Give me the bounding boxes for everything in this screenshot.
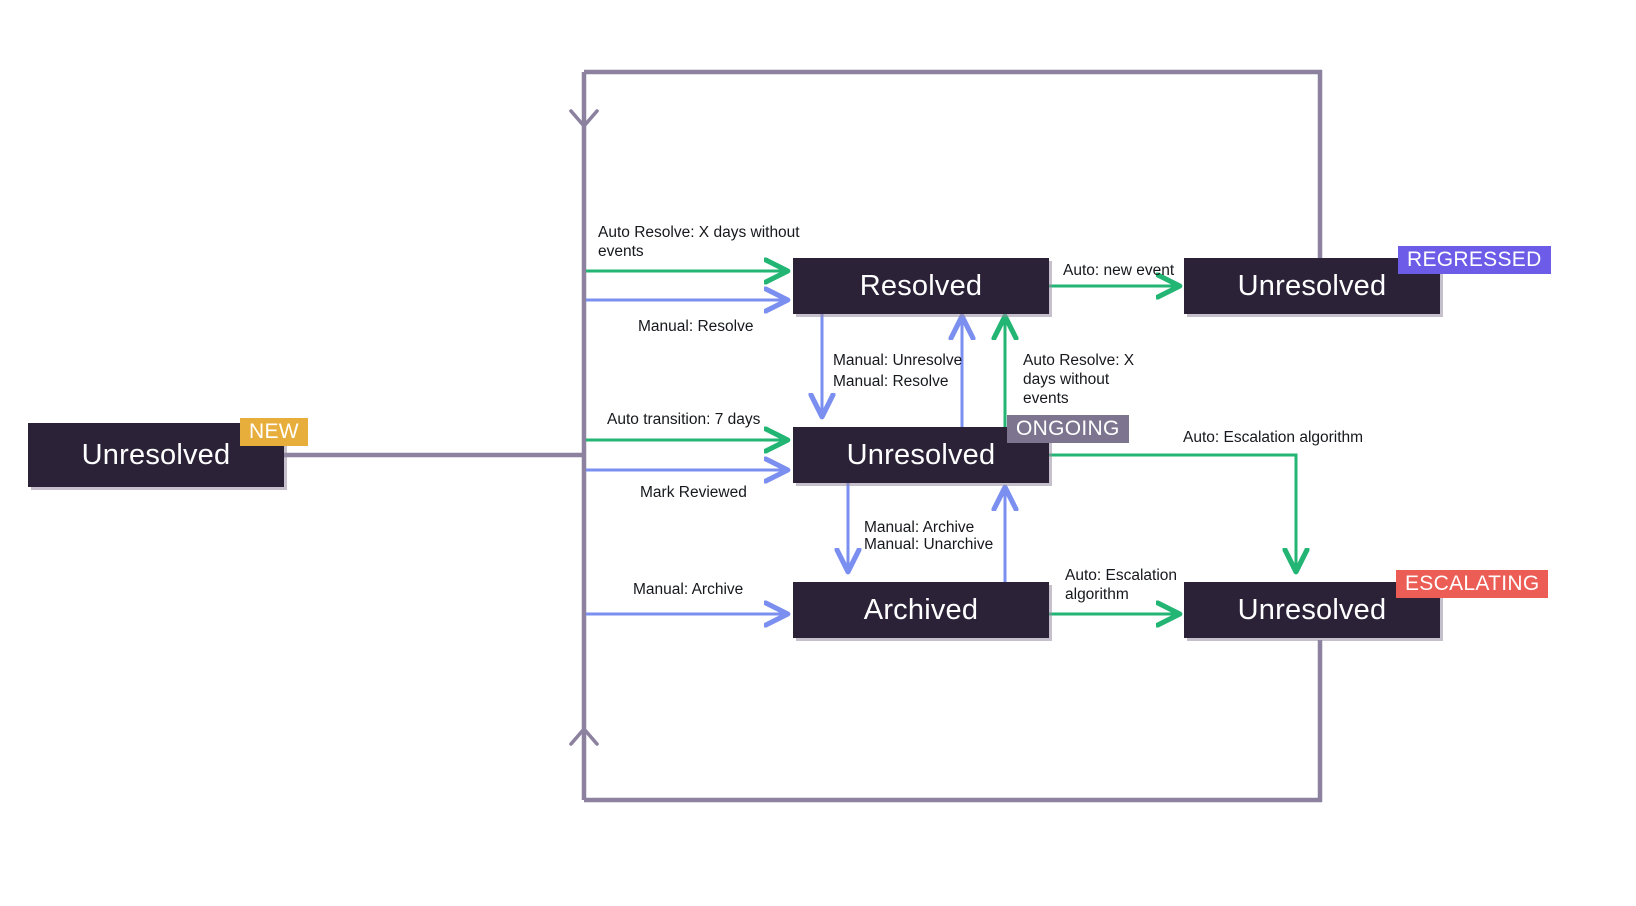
node-label: Archived [863, 593, 979, 626]
node-ongoing-unresolved[interactable]: Unresolved [793, 427, 1049, 483]
edge-label-mark-reviewed: Mark Reviewed [640, 484, 747, 501]
edge-label-manual-resolve-top: Manual: Resolve [638, 318, 754, 335]
edge-label-manual-resolve-mid: Manual: Resolve [833, 373, 949, 390]
node-label: Unresolved [81, 438, 231, 471]
edge-bottom-rail [584, 640, 1323, 803]
badge-regressed: REGRESSED [1398, 246, 1551, 274]
badge-label: ESCALATING [1405, 572, 1540, 595]
frame-arrowheads [569, 109, 599, 746]
node-resolved[interactable]: Resolved [793, 258, 1049, 314]
edge-label-auto-resolve-x-days-2: Auto Resolve: X days without events [1023, 352, 1135, 407]
edge-label-manual-archive-left: Manual: Archive [633, 581, 744, 598]
node-archived[interactable]: Archived [793, 582, 1049, 638]
edge-label-auto-transition-7-days: Auto transition: 7 days [607, 411, 761, 428]
frame-arrowhead-down [569, 109, 599, 128]
badge-label: REGRESSED [1407, 248, 1542, 271]
edge-auto-escalation-top [1049, 453, 1296, 570]
edge-label-auto-resolve-x-days: Auto Resolve: X days without events [598, 224, 800, 260]
edge-label-manual-unresolve: Manual: Unresolve [833, 352, 963, 369]
edge-label-auto-escalation-bottom: Auto: Escalation algorithm [1065, 567, 1178, 603]
node-label: Unresolved [846, 438, 996, 471]
node-new-unresolved[interactable]: Unresolved [28, 423, 284, 487]
node-label: Resolved [859, 269, 983, 302]
node-label: Unresolved [1237, 269, 1387, 302]
node-regressed-unresolved[interactable]: Unresolved [1184, 258, 1440, 314]
node-label: Unresolved [1237, 593, 1387, 626]
badge-ongoing: ONGOING [1007, 415, 1129, 443]
edge-label-manual-archive-mid: Manual: Archive [864, 519, 975, 536]
badge-label: ONGOING [1016, 417, 1120, 440]
badge-label: NEW [249, 420, 299, 443]
edge-label-auto-new-event: Auto: new event [1063, 262, 1175, 279]
badge-escalating: ESCALATING [1396, 570, 1549, 598]
edge-label-auto-escalation-top: Auto: Escalation algorithm [1183, 429, 1364, 446]
frame-arrowhead-up [569, 727, 599, 746]
edge-label-manual-unarchive: Manual: Unarchive [864, 536, 994, 553]
badge-new: NEW [240, 418, 308, 446]
